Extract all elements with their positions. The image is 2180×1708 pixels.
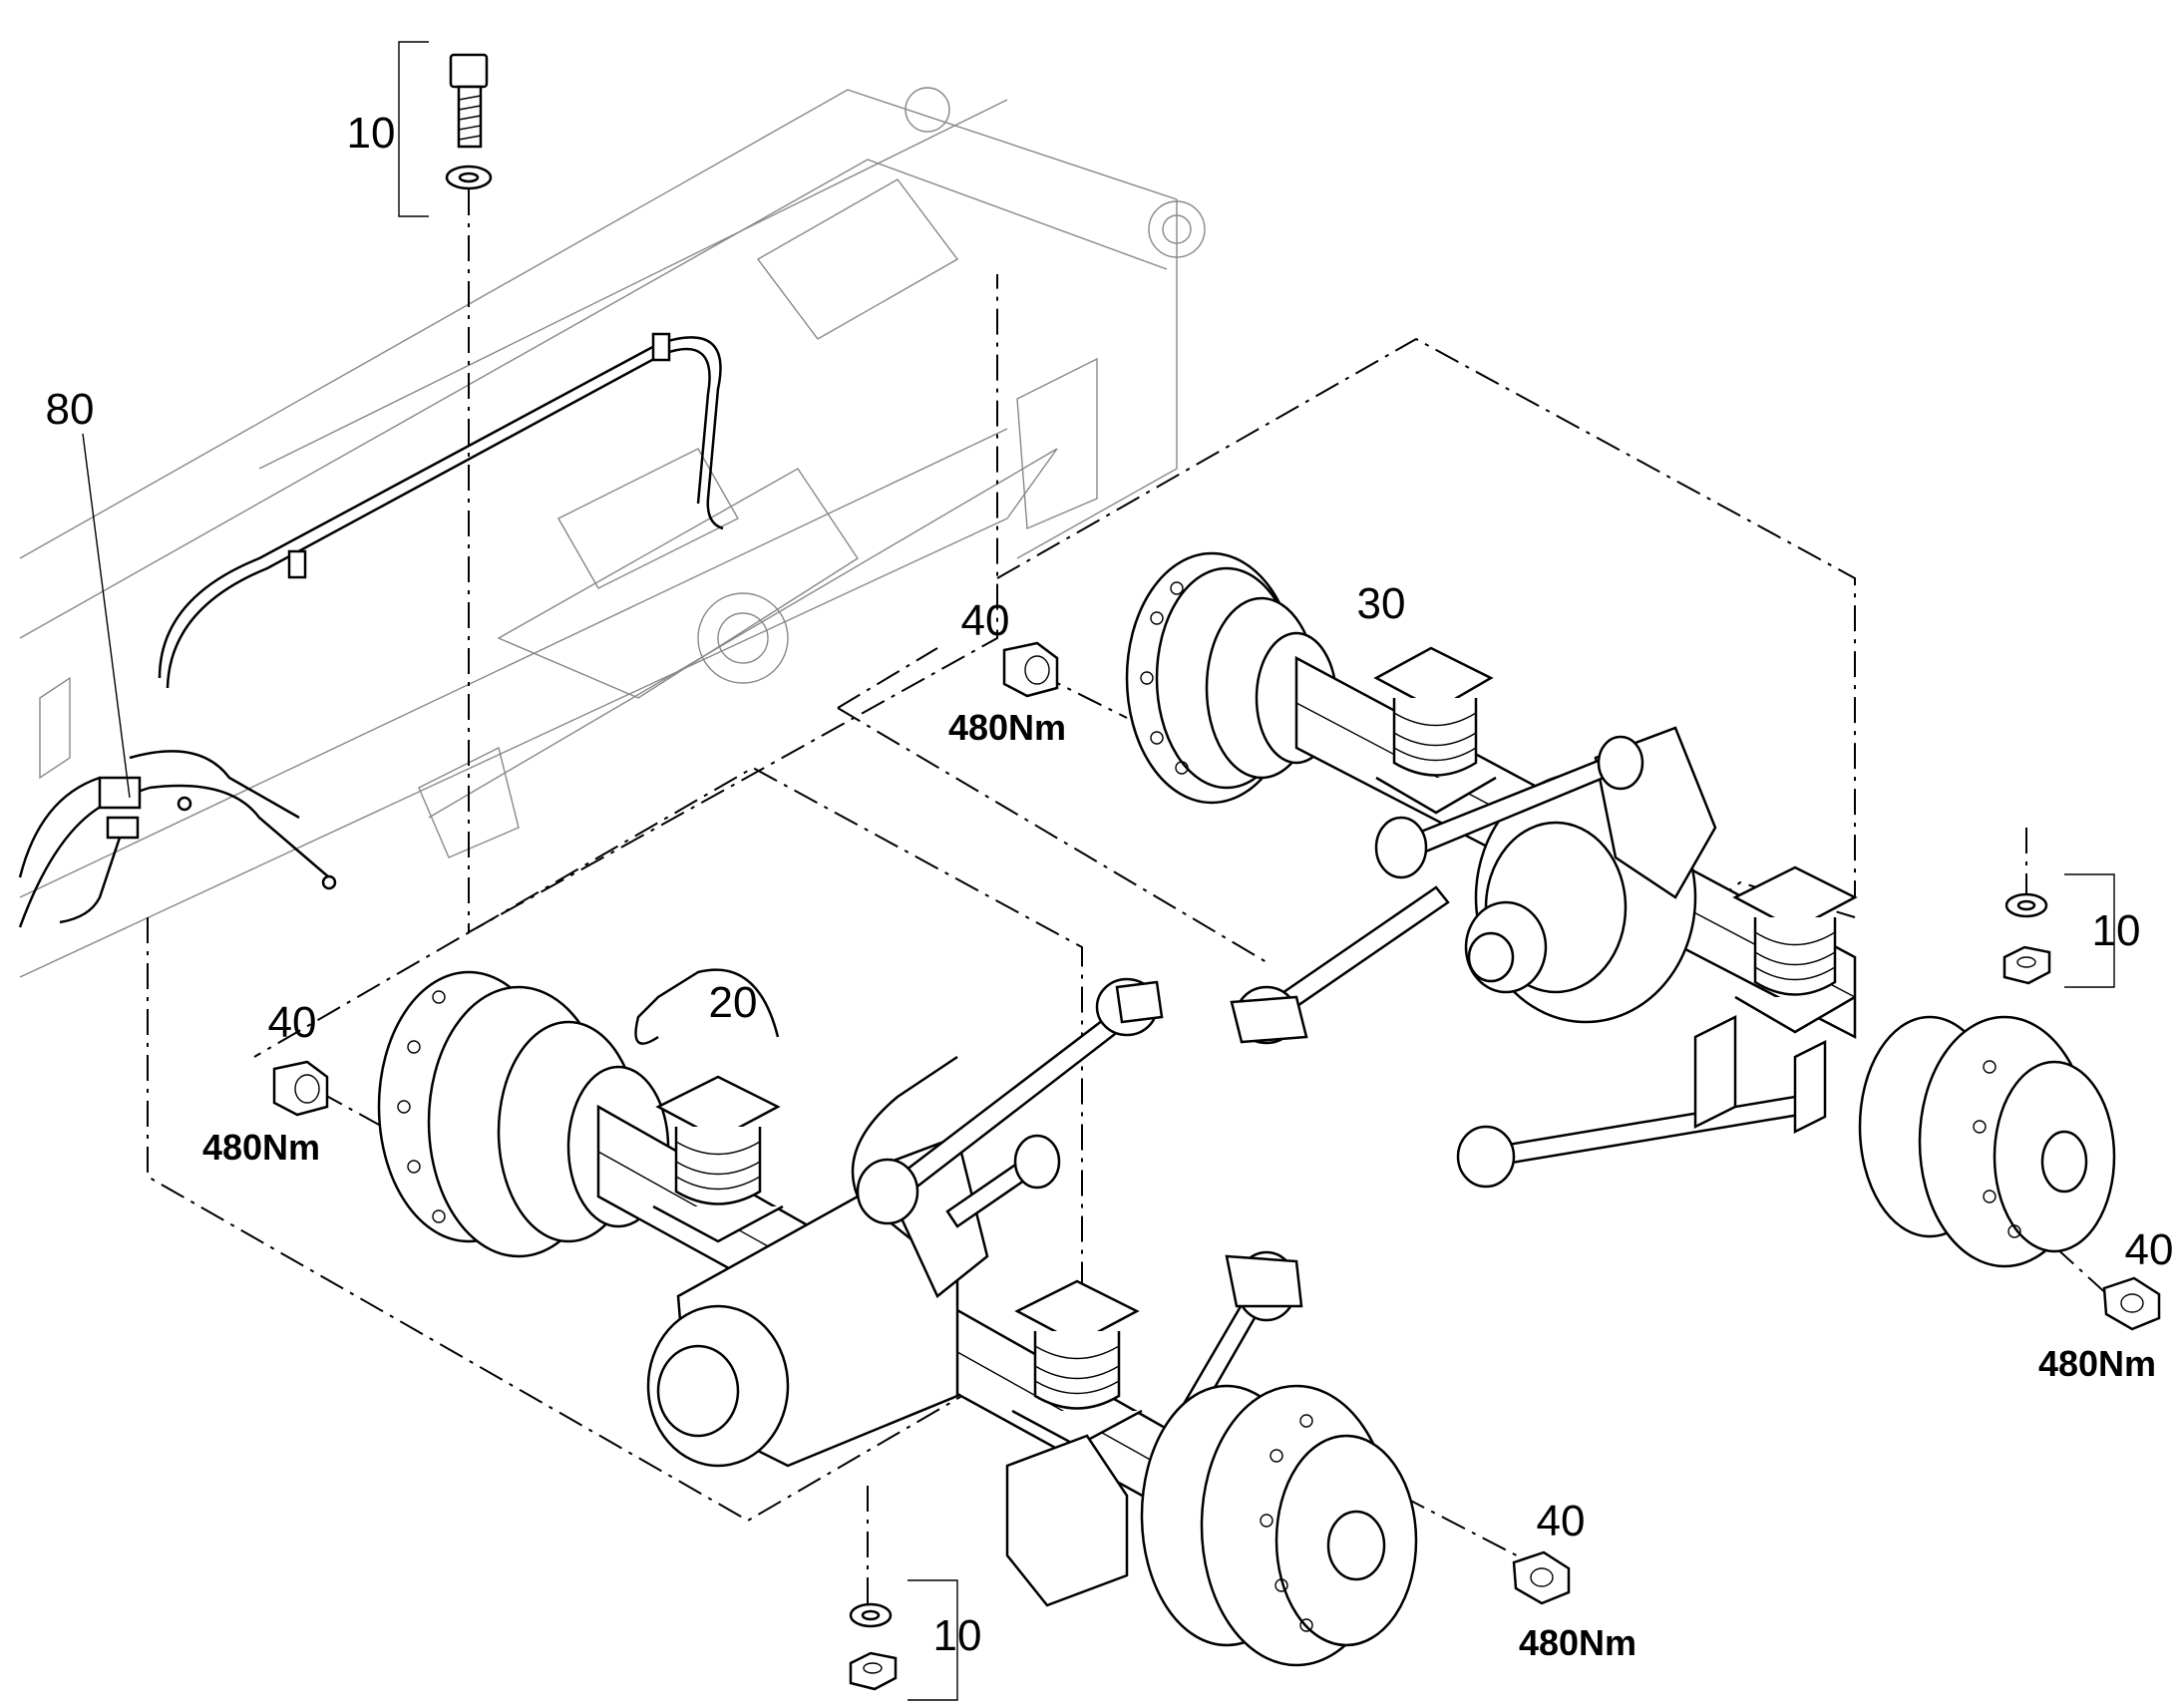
torque-rod-icon <box>1456 1014 1827 1189</box>
rear-axle-30 <box>1125 551 2116 1268</box>
air-spring-icon <box>652 1075 784 1243</box>
torque-rod-icon <box>1374 735 1644 879</box>
air-line-harness <box>18 332 724 928</box>
nut-40-b <box>272 1060 329 1117</box>
washer-icon <box>849 1602 893 1628</box>
torque-rod-icon <box>1230 885 1450 1045</box>
nut-icon <box>272 1060 329 1117</box>
torque-rod-icon <box>945 1134 1061 1228</box>
callout-40-a: 40 <box>961 596 1010 645</box>
air-spring-icon <box>1011 1279 1143 1448</box>
callout-40-c: 40 <box>2125 1225 2174 1274</box>
wheel-hub-icon <box>1140 1384 1418 1667</box>
torque-label-a: 480Nm <box>948 707 1066 748</box>
air-spring-icon <box>1373 646 1497 815</box>
callout-40-d: 40 <box>1537 1497 1586 1545</box>
callout-labels: 10 80 30 20 40 40 40 40 10 10 <box>46 109 2174 1660</box>
leader-80 <box>82 433 131 799</box>
callout-80: 80 <box>46 385 95 434</box>
torque-rod-icon <box>856 977 1164 1225</box>
callout-10-bolt: 10 <box>347 109 396 158</box>
callout-20: 20 <box>709 978 758 1027</box>
nut-icon <box>2002 945 2051 985</box>
wheel-hub-icon <box>1858 1015 2116 1268</box>
nut-icon <box>1512 1550 1571 1605</box>
nut-40-d <box>1512 1550 1571 1605</box>
nut-40-c <box>2102 1276 2161 1331</box>
air-spring-icon <box>1732 865 1858 1034</box>
chassis-frame <box>19 87 1206 978</box>
washer-icon <box>2004 892 2048 918</box>
bolt-icon <box>449 53 489 149</box>
torque-label-c: 480Nm <box>2038 1343 2156 1384</box>
wheel-hub-icon <box>377 970 670 1258</box>
nut-icon <box>2102 1276 2161 1331</box>
bolt-item-10 <box>398 41 493 217</box>
washer-nut-item-10-bottom <box>849 1579 958 1701</box>
washer-nut-item-10-right <box>2002 873 2115 988</box>
torque-label-b: 480Nm <box>202 1127 320 1168</box>
differential-icon <box>1464 726 1717 1024</box>
callout-30: 30 <box>1357 579 1406 628</box>
nut-icon <box>1002 641 1059 698</box>
front-axle-20 <box>377 968 1418 1667</box>
callout-40-b: 40 <box>268 998 317 1047</box>
nut-40-a <box>1002 641 1059 698</box>
nut-icon <box>849 1651 898 1691</box>
callout-10-bottom: 10 <box>933 1611 982 1660</box>
torque-labels: 480Nm 480Nm 480Nm 480Nm <box>202 707 2156 1663</box>
callout-10-right: 10 <box>2092 906 2141 955</box>
washer-icon <box>445 165 493 190</box>
torque-label-d: 480Nm <box>1519 1622 1636 1663</box>
